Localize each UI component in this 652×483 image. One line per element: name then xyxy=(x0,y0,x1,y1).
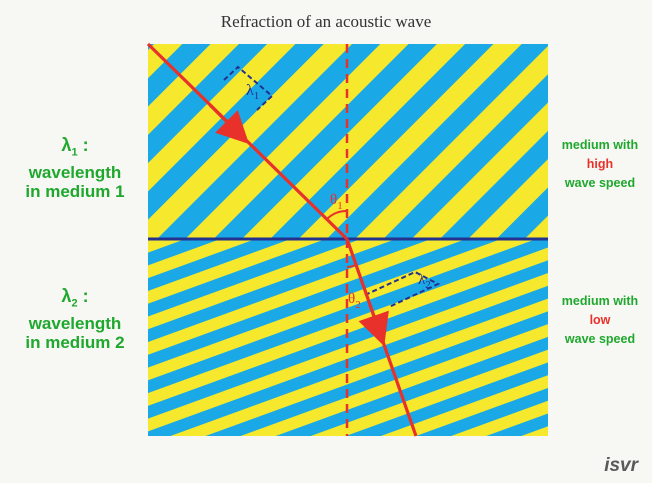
theta1-arc xyxy=(326,209,348,220)
theta2-arc xyxy=(346,264,357,268)
isvr-logo: isvr xyxy=(604,455,638,476)
lambda1-marker xyxy=(223,65,274,111)
lambda2-marker xyxy=(364,270,441,308)
lambda1-heading: λ1 : xyxy=(61,135,89,159)
diagram-title: Refraction of an acoustic wave xyxy=(220,12,432,31)
medium-2-speed: low xyxy=(589,313,611,327)
medium-1-line1: medium with xyxy=(561,138,639,152)
lambda2-symbol: λ2 xyxy=(418,272,431,291)
lambda1-line2: in medium 1 xyxy=(25,181,125,201)
theta2-symbol: θ2 xyxy=(348,291,361,311)
theta1-symbol: θ1 xyxy=(330,192,343,212)
medium-1-label: medium with high wave speed xyxy=(540,136,652,193)
lambda2-heading: λ2 : xyxy=(61,286,89,310)
medium-1-speed: high xyxy=(586,157,614,171)
incident-ray-arrow xyxy=(208,103,250,145)
medium-2-label: medium with low wave speed xyxy=(540,292,652,349)
lambda2-line2: in medium 2 xyxy=(25,332,125,352)
lambda1-symbol: λ1 xyxy=(246,82,259,102)
lambda2-line1: wavelength xyxy=(28,313,122,333)
lambda1-line1: wavelength xyxy=(28,162,122,182)
medium-2-line1: medium with xyxy=(561,294,639,308)
lambda2-description: λ2 : wavelength in medium 2 xyxy=(6,287,144,352)
medium-1-line3: wave speed xyxy=(564,176,636,190)
medium-2-line3: wave speed xyxy=(564,332,636,346)
refracted-ray-arrow xyxy=(358,304,389,347)
lambda1-description: λ1 : wavelength in medium 1 xyxy=(6,136,144,201)
